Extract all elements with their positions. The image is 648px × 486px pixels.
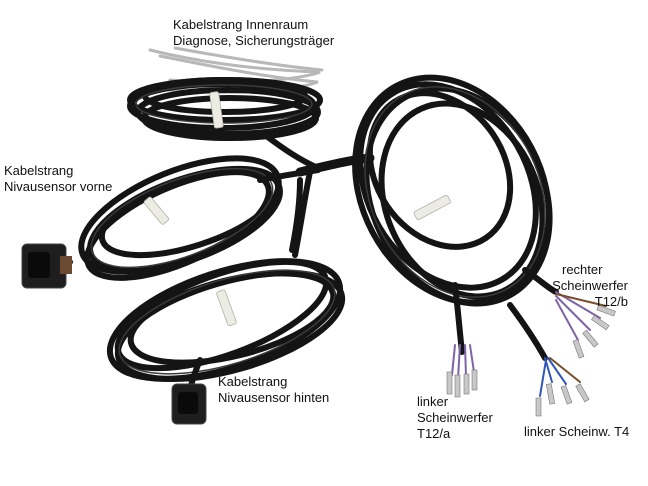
niv-hinten-coil — [106, 258, 346, 393]
innenraum-coil — [127, 46, 324, 171]
label-line: Kabelstrang — [4, 163, 74, 178]
label-nivausensor-vorne: Kabelstrang Nivausensor vorne — [4, 163, 112, 195]
label-rechter-scheinwerfer: rechter Scheinwerfer T12/b — [548, 262, 628, 310]
label-line: linker Scheinw. T4 — [524, 424, 630, 439]
label-linker-scheinw-t4: linker Scheinw. T4 — [524, 424, 629, 440]
label-line: Nivausensor hinten — [218, 390, 330, 405]
scheinwerfer-coil — [352, 74, 559, 361]
label-line: rechter — [562, 262, 603, 277]
wire-ends-t4 — [535, 357, 590, 417]
label-linker-scheinwerfer: linker Scheinwerfer T12/a — [417, 394, 493, 442]
cable-tie — [209, 91, 224, 129]
label-line: linker — [417, 394, 449, 409]
label-line: Scheinwerfer — [552, 278, 628, 293]
label-line: Nivausensor vorne — [4, 179, 113, 194]
cable-tie — [216, 289, 237, 327]
wire-ends-right — [555, 291, 616, 359]
label-line: T12/a — [417, 426, 451, 441]
label-line: Kabelstrang Innenraum — [173, 17, 309, 32]
cable-tie — [413, 194, 451, 221]
cable-tie — [143, 196, 170, 225]
label-line: Kabelstrang — [218, 374, 288, 389]
label-line: Scheinwerfer — [417, 410, 493, 425]
connector-hinten — [171, 383, 207, 425]
label-line: T12/b — [594, 294, 628, 309]
connector-vorne — [21, 243, 72, 289]
label-nivausensor-hinten: Kabelstrang Nivausensor hinten — [218, 374, 329, 406]
wire-ends-left — [446, 344, 478, 398]
label-line: Diagnose, Sicherungsträger — [173, 33, 335, 48]
label-kabelstrang-innenraum: Kabelstrang Innenraum Diagnose, Sicherun… — [173, 17, 334, 49]
